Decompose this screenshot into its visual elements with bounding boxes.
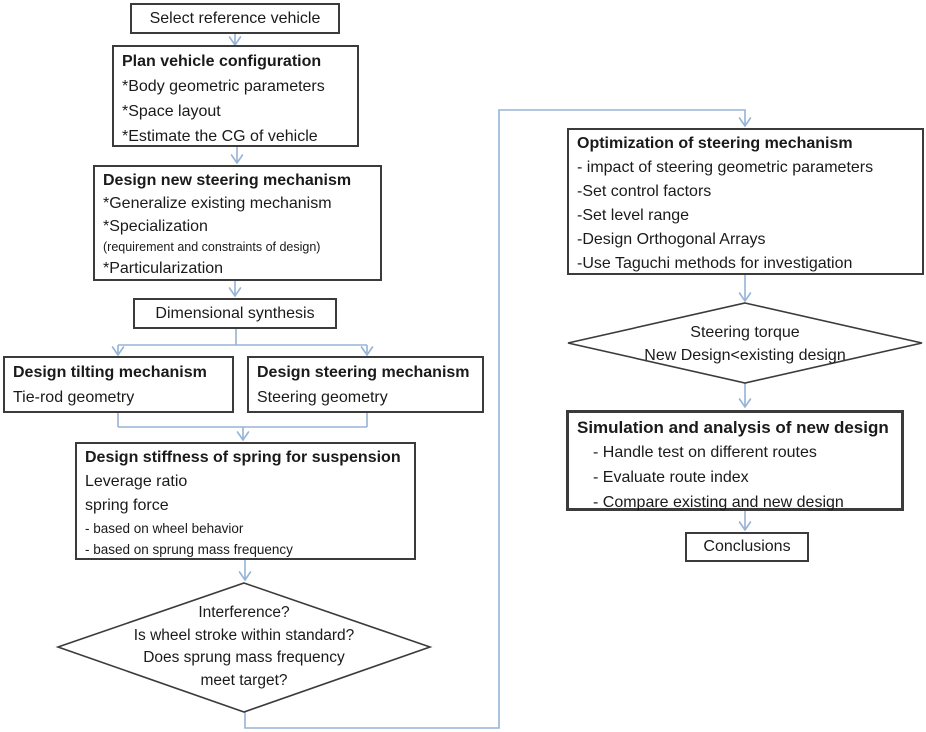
arrowhead-icon: [228, 287, 242, 298]
node-line: -Set level range: [577, 207, 690, 224]
decision-line: Is wheel stroke within standard?: [133, 626, 355, 644]
arrowhead-icon: [360, 346, 374, 357]
arrowhead-icon: [238, 571, 252, 582]
node-line: *Specialization: [103, 218, 208, 235]
decision-torque-diamond: [567, 302, 923, 384]
branch-merge-to-stiffness: [117, 412, 368, 439]
branch-dimsynth-split: [117, 328, 368, 353]
node-subline: - based on wheel behavior: [85, 521, 244, 536]
node-title: Design new steering mechanism: [103, 172, 352, 189]
node-subline: - based on sprung mass frequency: [85, 542, 293, 557]
node-label: Dimensional synthesis: [155, 304, 315, 322]
node-line: - Handle test on different routes: [593, 444, 817, 461]
node-line: -Use Taguchi methods for investigation: [577, 255, 853, 272]
node-title: Design steering mechanism: [257, 364, 470, 381]
node-note: (requirement and constraints of design): [103, 240, 321, 254]
node-line: *Particularization: [103, 260, 224, 277]
node-line: Tie-rod geometry: [13, 389, 135, 406]
node-line: spring force: [85, 497, 169, 514]
arrowhead-icon: [738, 398, 752, 409]
node-design-new-steering-mechanism: Design new steering mechanism *Generaliz…: [93, 165, 382, 281]
node-line: - impact of steering geometric parameter…: [577, 159, 874, 176]
node-simulation-analysis: Simulation and analysis of new design - …: [566, 410, 904, 511]
node-title: Design stiffness of spring for suspensio…: [85, 449, 401, 466]
node-line: *Estimate the CG of vehicle: [122, 128, 318, 145]
arrowhead-icon: [230, 154, 244, 165]
node-line: -Set control factors: [577, 183, 712, 200]
arrowhead-icon: [738, 521, 752, 532]
node-line: -Design Orthogonal Arrays: [577, 231, 766, 248]
node-label: Conclusions: [703, 538, 791, 555]
node-select-reference-vehicle: Select reference vehicle: [130, 3, 340, 34]
node-design-stiffness-spring: Design stiffness of spring for suspensio…: [75, 442, 416, 560]
node-optimization-steering-mechanism: Optimization of steering mechanism - imp…: [567, 128, 924, 275]
node-line: - Evaluate route index: [593, 469, 749, 486]
decision-torque-label: Steering torque New Design<existing desi…: [595, 314, 895, 374]
arrowhead-icon: [111, 346, 125, 357]
node-line: Leverage ratio: [85, 473, 188, 490]
node-label: Select reference vehicle: [149, 9, 321, 27]
decision-line: Steering torque: [690, 324, 800, 341]
arrowhead-icon: [738, 117, 752, 128]
node-dimensional-synthesis: Dimensional synthesis: [133, 298, 337, 329]
node-title: Design tilting mechanism: [13, 364, 207, 381]
node-title: Simulation and analysis of new design: [577, 418, 889, 437]
node-conclusions: Conclusions: [685, 532, 809, 562]
decision-line: New Design<existing design: [644, 347, 846, 364]
node-title: Plan vehicle configuration: [122, 53, 322, 70]
node-design-tilting-mechanism: Design tilting mechanism Tie-rod geometr…: [3, 356, 234, 413]
node-line: *Body geometric parameters: [122, 78, 325, 95]
arrowhead-icon: [236, 431, 250, 442]
decision-line: Does sprung mass frequency: [143, 649, 345, 666]
node-line: Steering geometry: [257, 389, 388, 406]
decision-suspension-diamond: [55, 582, 433, 713]
node-line: *Space layout: [122, 103, 221, 120]
decision-line: Interference?: [198, 604, 290, 621]
node-design-steering-mechanism: Design steering mechanism Steering geome…: [247, 356, 484, 413]
node-title: Optimization of steering mechanism: [577, 135, 853, 152]
feedback-line-to-optimization: [244, 109, 746, 729]
decision-suspension-label: Interference? Is wheel stroke within sta…: [74, 590, 414, 704]
decision-line: meet target?: [200, 671, 288, 689]
node-line: *Generalize existing mechanism: [103, 195, 332, 212]
node-plan-vehicle-configuration: Plan vehicle configuration *Body geometr…: [112, 45, 359, 147]
arrowhead-icon: [738, 292, 752, 303]
node-line: - Compare existing and new design: [593, 494, 844, 511]
